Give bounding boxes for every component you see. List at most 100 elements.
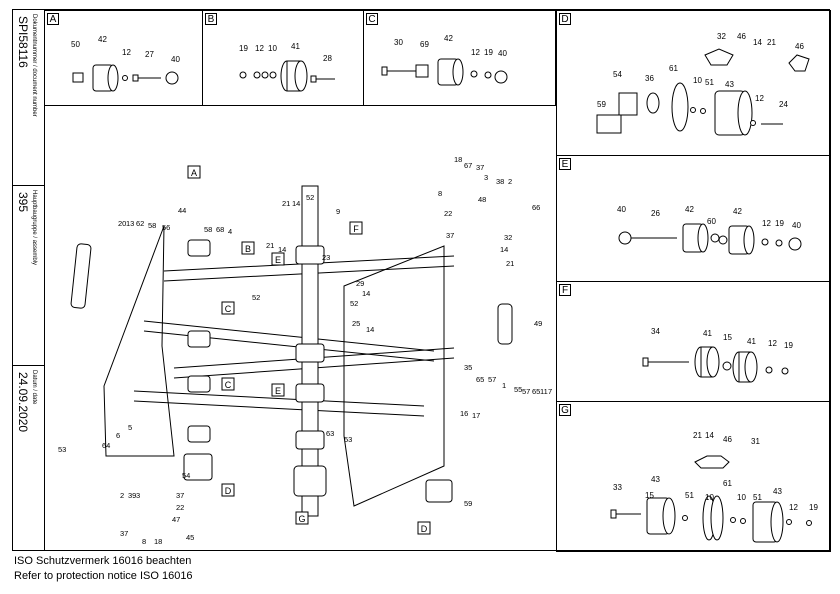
svg-text:49: 49 — [534, 319, 542, 328]
assembly-label: Hauptbaugruppe / assembly — [31, 190, 37, 266]
svg-text:51: 51 — [753, 493, 762, 502]
svg-text:E: E — [275, 386, 281, 396]
svg-text:46: 46 — [723, 435, 732, 444]
svg-text:59: 59 — [464, 499, 472, 508]
svg-text:17: 17 — [472, 411, 480, 420]
svg-text:42: 42 — [685, 205, 694, 214]
svg-text:51: 51 — [705, 78, 714, 87]
svg-text:2: 2 — [508, 177, 512, 186]
svg-text:20: 20 — [118, 219, 126, 228]
date-cell: Datum / date 24.09.2020 — [13, 366, 44, 552]
svg-text:10: 10 — [705, 493, 714, 502]
svg-text:10: 10 — [693, 76, 702, 85]
svg-text:57: 57 — [522, 387, 530, 396]
svg-text:6: 6 — [116, 431, 120, 440]
svg-text:12: 12 — [122, 48, 131, 57]
svg-text:12: 12 — [789, 503, 798, 512]
svg-text:24: 24 — [779, 100, 788, 109]
svg-text:21: 21 — [767, 38, 776, 47]
svg-text:61: 61 — [723, 479, 732, 488]
svg-text:53: 53 — [58, 445, 66, 454]
svg-text:42: 42 — [444, 34, 453, 43]
svg-text:46: 46 — [795, 42, 804, 51]
drawing-sheet: Dokumentnummer / document number SPI5811… — [12, 9, 831, 552]
svg-text:15: 15 — [645, 491, 654, 500]
panel-label-g: G — [559, 404, 571, 416]
svg-text:41: 41 — [747, 337, 756, 346]
assembly-number: 395 — [16, 192, 30, 213]
svg-text:3: 3 — [484, 173, 488, 182]
svg-text:12: 12 — [255, 44, 264, 53]
svg-text:4: 4 — [228, 227, 232, 236]
svg-text:8: 8 — [438, 189, 442, 198]
svg-text:40: 40 — [171, 55, 180, 64]
svg-text:A: A — [191, 168, 197, 178]
svg-text:51: 51 — [685, 491, 694, 500]
panel-label-d: D — [559, 13, 571, 25]
svg-text:C: C — [225, 380, 232, 390]
svg-text:19: 19 — [784, 341, 793, 350]
svg-text:D: D — [421, 524, 428, 534]
svg-text:22: 22 — [176, 503, 184, 512]
svg-text:19: 19 — [484, 48, 493, 57]
svg-text:10: 10 — [737, 493, 746, 502]
svg-text:63: 63 — [326, 429, 334, 438]
svg-text:14: 14 — [500, 245, 508, 254]
svg-text:52: 52 — [350, 299, 358, 308]
svg-text:16: 16 — [460, 409, 468, 418]
svg-text:46: 46 — [737, 32, 746, 41]
svg-text:E: E — [275, 255, 281, 265]
svg-text:50: 50 — [71, 40, 80, 49]
svg-text:37: 37 — [120, 529, 128, 538]
svg-text:29: 29 — [356, 279, 364, 288]
svg-text:69: 69 — [420, 40, 429, 49]
svg-text:60: 60 — [707, 217, 716, 226]
svg-text:59: 59 — [597, 100, 606, 109]
svg-text:21: 21 — [506, 259, 514, 268]
svg-text:32: 32 — [717, 32, 726, 41]
svg-text:22: 22 — [444, 209, 452, 218]
svg-text:55: 55 — [514, 385, 522, 394]
svg-text:25: 25 — [352, 319, 360, 328]
svg-text:14: 14 — [366, 325, 374, 334]
svg-text:64: 64 — [102, 441, 110, 450]
date-label: Datum / date — [31, 370, 37, 405]
svg-text:48: 48 — [478, 195, 486, 204]
svg-text:19: 19 — [239, 44, 248, 53]
svg-text:65: 65 — [476, 375, 484, 384]
svg-text:9: 9 — [336, 207, 340, 216]
svg-text:52: 52 — [306, 193, 314, 202]
svg-text:58: 58 — [148, 221, 156, 230]
svg-text:14: 14 — [292, 199, 300, 208]
svg-text:31: 31 — [751, 437, 760, 446]
panel-label-b: B — [205, 13, 217, 25]
panel-label-a: A — [47, 13, 59, 25]
panel-label-c: C — [366, 13, 378, 25]
svg-text:40: 40 — [617, 205, 626, 214]
panel-label-e: E — [559, 158, 571, 170]
svg-text:36: 36 — [645, 74, 654, 83]
svg-text:19: 19 — [775, 219, 784, 228]
svg-text:14: 14 — [705, 431, 714, 440]
svg-text:37: 37 — [446, 231, 454, 240]
svg-text:54: 54 — [613, 70, 622, 79]
svg-text:38: 38 — [496, 177, 504, 186]
footer-line-1: ISO Schutzvermerk 16016 beachten — [14, 555, 192, 567]
svg-text:7: 7 — [548, 387, 552, 396]
svg-text:19: 19 — [809, 503, 818, 512]
svg-text:2: 2 — [120, 491, 124, 500]
svg-text:8: 8 — [142, 537, 146, 546]
svg-text:37: 37 — [476, 163, 484, 172]
svg-text:53: 53 — [344, 435, 352, 444]
svg-text:57: 57 — [488, 375, 496, 384]
svg-text:3: 3 — [136, 491, 140, 500]
svg-text:61: 61 — [669, 64, 678, 73]
